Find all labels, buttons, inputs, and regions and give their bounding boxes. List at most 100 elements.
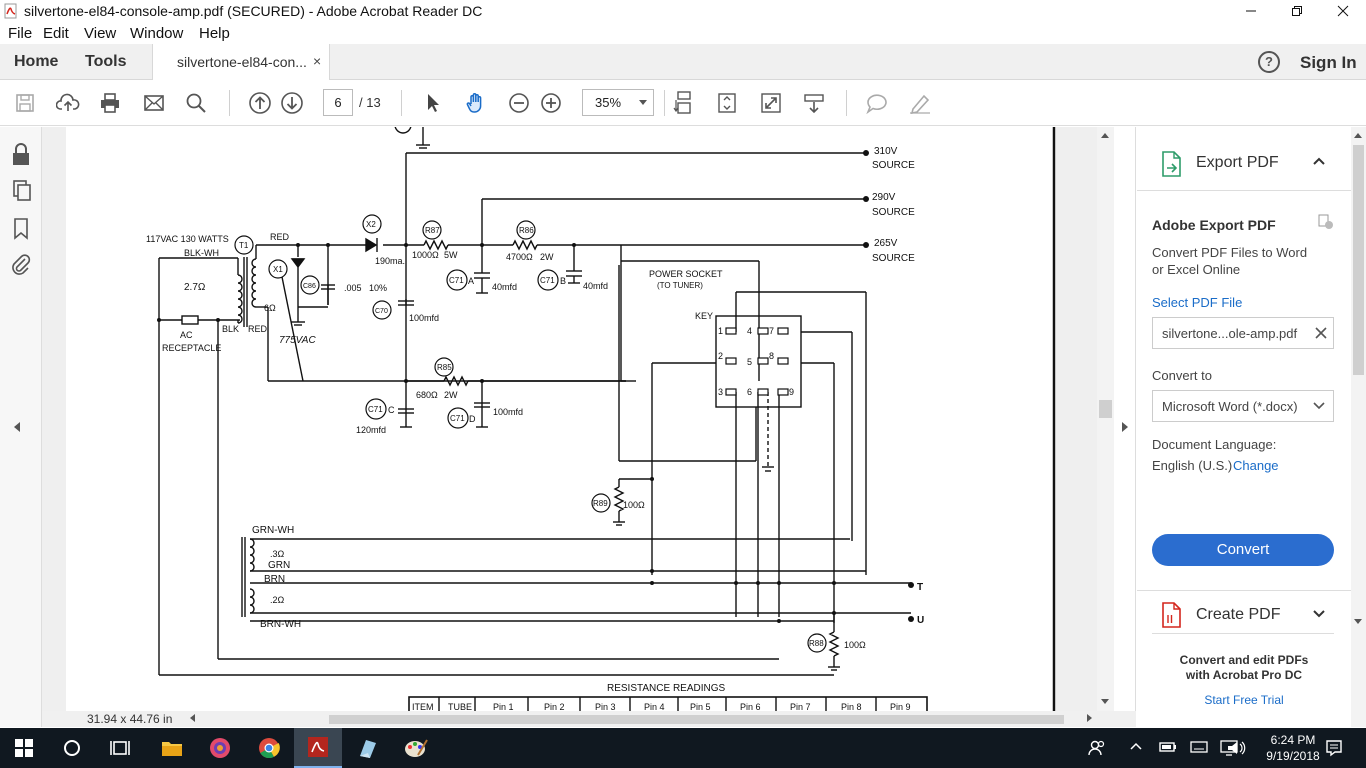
label-r87-value: 1000Ω [412, 250, 439, 260]
comment-icon[interactable] [865, 91, 889, 115]
label-a: A [468, 276, 474, 286]
tab-tools[interactable]: Tools [85, 53, 127, 70]
chevron-up-icon[interactable] [1313, 157, 1325, 165]
document-tab-label: silvertone-el84-con... [177, 54, 307, 70]
toolbar-separator [664, 90, 665, 116]
speaker-icon[interactable] [1227, 740, 1247, 756]
highlight-pen-icon[interactable] [908, 91, 932, 115]
right-panel-toggle[interactable] [1114, 127, 1136, 711]
collapse-right-icon[interactable] [1122, 422, 1128, 432]
promo-line-1: Convert and edit PDFs [1179, 653, 1309, 667]
panel-scroll-thumb[interactable] [1353, 145, 1364, 375]
collapse-left-icon[interactable] [14, 422, 20, 432]
scroll-left-icon[interactable] [190, 714, 195, 722]
create-pdf-title[interactable]: Create PDF [1196, 606, 1281, 623]
menu-help[interactable]: Help [199, 25, 230, 42]
help-icon[interactable]: ? [1258, 51, 1280, 73]
page-size-readout: 31.94 x 44.76 in [87, 712, 173, 726]
zoom-in-icon[interactable] [539, 91, 563, 115]
action-center-icon[interactable] [1325, 739, 1343, 757]
pin-label-7: 7 [769, 326, 774, 336]
keyboard-icon[interactable] [1190, 740, 1208, 754]
selected-file-field[interactable]: silvertone...ole-amp.pdf [1152, 317, 1334, 349]
acrobat-taskbar-icon[interactable] [294, 728, 342, 768]
document-viewer[interactable]: 310V SOURCE 290V SOURCE 265V SOURCE 117V… [42, 127, 1097, 711]
export-description-line-2: or Excel Online [1152, 262, 1241, 277]
change-language-link[interactable]: Change [1233, 458, 1279, 473]
info-icon[interactable] [1318, 214, 1334, 230]
sign-in-link[interactable]: Sign In [1300, 53, 1357, 72]
save-icon[interactable] [13, 91, 37, 115]
select-cursor-icon[interactable] [421, 91, 445, 115]
chrome-icon[interactable] [245, 728, 293, 768]
label-power-socket: POWER SOCKET [649, 269, 723, 279]
scrolling-mode-icon[interactable] [672, 91, 696, 115]
cloud-upload-icon[interactable] [56, 91, 80, 115]
label-source-2: SOURCE [872, 207, 915, 218]
scroll-down-icon[interactable] [1101, 699, 1109, 704]
page-number-input[interactable]: 6 [323, 89, 353, 116]
task-view-icon[interactable] [96, 728, 144, 768]
menu-edit[interactable]: Edit [43, 25, 69, 42]
cortana-search-icon[interactable] [48, 728, 96, 768]
scroll-up-icon[interactable] [1354, 133, 1362, 138]
menu-file[interactable]: File [8, 25, 33, 42]
search-icon[interactable] [184, 91, 208, 115]
zoom-value: 35% [595, 95, 622, 110]
lock-icon[interactable] [11, 142, 31, 166]
convert-format-select[interactable]: Microsoft Word (*.docx) [1152, 390, 1334, 422]
previous-page-icon[interactable] [248, 91, 272, 115]
show-hidden-icons-icon[interactable] [1130, 742, 1142, 750]
battery-icon[interactable] [1159, 740, 1177, 754]
close-window-button[interactable] [1320, 0, 1366, 22]
label-r85-value: 680Ω [416, 390, 438, 400]
select-pdf-file-link[interactable]: Select PDF File [1152, 295, 1243, 310]
attachment-icon[interactable] [11, 253, 31, 277]
tab-document[interactable]: silvertone-el84-con... × [152, 44, 330, 81]
read-mode-icon[interactable] [802, 91, 826, 115]
export-pdf-title[interactable]: Export PDF [1196, 154, 1279, 171]
volume-icon[interactable] [1224, 739, 1225, 740]
tab-home[interactable]: Home [14, 53, 59, 70]
menu-view[interactable]: View [84, 25, 117, 42]
full-screen-icon[interactable] [759, 91, 783, 115]
chevron-down-icon[interactable] [1313, 610, 1325, 618]
photos-app-icon[interactable] [196, 728, 244, 768]
bookmark-icon[interactable] [13, 218, 29, 240]
scroll-up-icon[interactable] [1101, 133, 1109, 138]
vertical-scrollbar[interactable] [1097, 127, 1114, 711]
zoom-out-icon[interactable] [507, 91, 531, 115]
convert-button[interactable]: Convert [1152, 534, 1334, 566]
hand-tool-icon[interactable] [464, 91, 488, 115]
close-tab-icon[interactable]: × [313, 53, 322, 69]
people-icon[interactable] [1088, 739, 1106, 757]
notepad-app-icon[interactable] [343, 728, 391, 768]
menu-window[interactable]: Window [130, 25, 184, 42]
print-icon[interactable] [98, 91, 122, 115]
paint-app-icon[interactable] [392, 728, 440, 768]
horizontal-scroll-thumb[interactable] [329, 715, 1064, 724]
label-c71a: C71 [449, 276, 464, 285]
table-header-pin4: Pin 4 [644, 702, 665, 711]
windows-start-icon[interactable] [0, 728, 48, 768]
file-explorer-icon[interactable] [148, 728, 196, 768]
clear-file-icon[interactable] [1315, 327, 1327, 339]
zoom-level-select[interactable]: 35% [582, 89, 654, 116]
pages-thumbnails-icon[interactable] [12, 180, 32, 202]
label-cap005: .005 [344, 283, 362, 293]
start-free-trial-link[interactable]: Start Free Trial [1204, 693, 1284, 707]
email-icon[interactable] [142, 91, 166, 115]
restore-button[interactable] [1274, 0, 1320, 22]
fit-page-icon[interactable] [715, 91, 739, 115]
vertical-scroll-thumb[interactable] [1099, 400, 1112, 418]
minimize-button[interactable] [1228, 0, 1274, 22]
table-header-pin1: Pin 1 [493, 702, 514, 711]
next-page-icon[interactable] [280, 91, 304, 115]
system-clock[interactable]: 6:24 PM 9/19/2018 [1264, 732, 1322, 764]
panel-scrollbar[interactable] [1351, 127, 1366, 727]
label-100mfd-b: 100mfd [493, 407, 523, 417]
acrobat-pdf-icon [4, 3, 18, 19]
scroll-right-icon[interactable] [1087, 714, 1092, 722]
scroll-down-icon[interactable] [1354, 619, 1362, 624]
export-pdf-panel: Export PDF Adobe Export PDF Convert PDF … [1137, 127, 1351, 727]
